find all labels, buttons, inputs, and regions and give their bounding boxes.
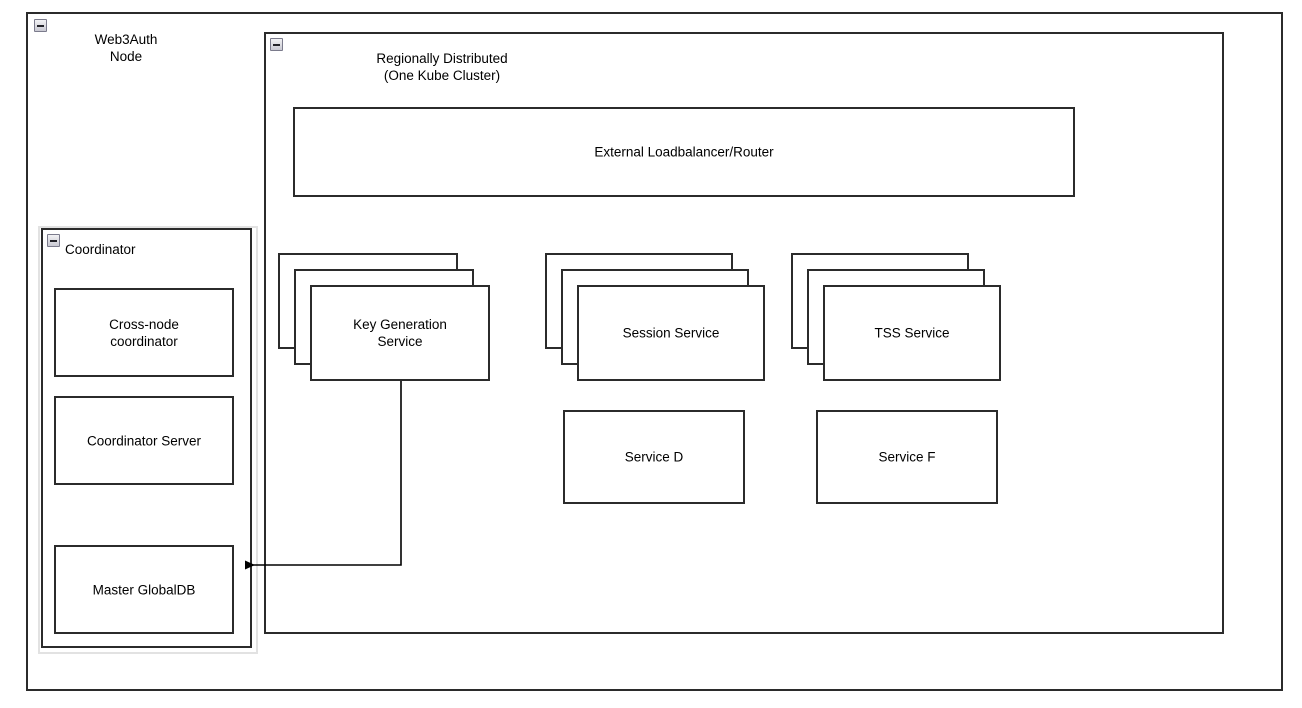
stack-tss-service[interactable]: TSS Service xyxy=(791,253,1001,381)
stack-key-generation-service[interactable]: Key Generation Service xyxy=(278,253,490,381)
node-external-loadbalancer[interactable]: External Loadbalancer/Router xyxy=(293,107,1075,197)
node-label-service-d: Service D xyxy=(624,449,684,465)
stack-layer-front[interactable]: TSS Service xyxy=(823,285,1001,381)
stack-layer-front[interactable]: Key Generation Service xyxy=(310,285,490,381)
node-label-master-globaldb: Master GlobalDB xyxy=(92,582,196,597)
node-service-f[interactable]: Service F xyxy=(816,410,998,504)
node-label-service-f: Service F xyxy=(878,449,936,465)
group-label-web3auth-node: Web3Auth Node xyxy=(94,32,158,64)
collapse-minus-icon-web3auth-node[interactable] xyxy=(34,19,47,32)
node-label-tss-service: TSS Service xyxy=(874,325,950,341)
node-cross-node-coordinator[interactable]: Cross-node coordinator xyxy=(54,288,234,377)
stack-layer-front[interactable]: Session Service xyxy=(577,285,765,381)
collapse-minus-icon-coordinator[interactable] xyxy=(47,234,60,247)
node-master-globaldb[interactable]: Master GlobalDB xyxy=(54,545,234,634)
node-label-session-service: Session Service xyxy=(622,325,720,341)
node-label-coordinator-server: Coordinator Server xyxy=(86,433,202,448)
stack-session-service[interactable]: Session Service xyxy=(545,253,765,381)
collapse-minus-icon-regionally-distributed[interactable] xyxy=(270,38,283,51)
group-label-coordinator: Coordinator xyxy=(65,242,136,257)
node-label-cross-node-coordinator: Cross-node coordinator xyxy=(109,316,179,349)
group-label-regionally-distributed: Regionally Distributed (One Kube Cluster… xyxy=(376,51,508,83)
node-label-external-loadbalancer: External Loadbalancer/Router xyxy=(594,144,774,160)
node-service-d[interactable]: Service D xyxy=(563,410,745,504)
node-coordinator-server[interactable]: Coordinator Server xyxy=(54,396,234,485)
node-label-key-generation-service: Key Generation Service xyxy=(353,317,447,349)
